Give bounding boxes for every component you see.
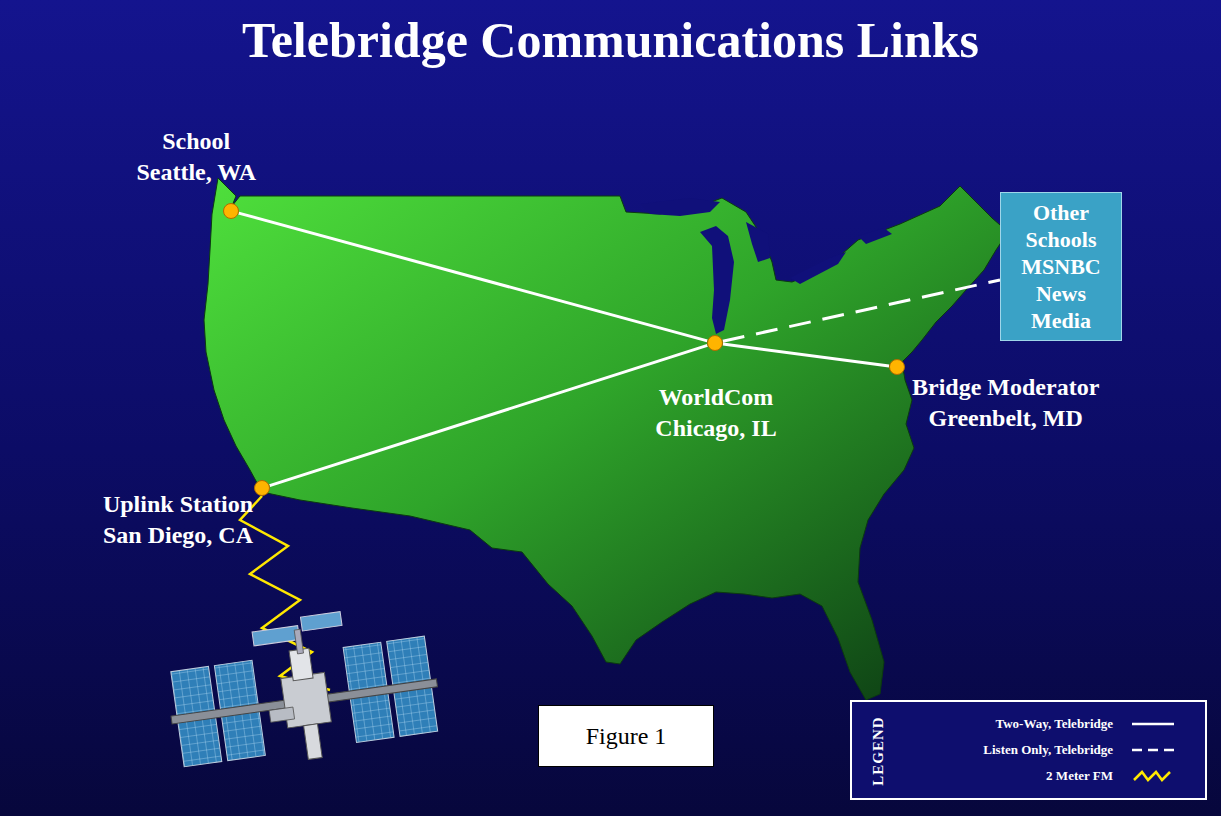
us-map [204, 178, 1008, 700]
location-label: WorldComChicago, IL [655, 382, 776, 444]
telebridge-link [270, 345, 708, 485]
location-dot: WorldComChicago, IL [707, 335, 723, 351]
location-label: Uplink StationSan Diego, CA [103, 489, 253, 551]
figure-label-box: Figure 1 [538, 705, 714, 767]
location-heading: Uplink Station [103, 489, 253, 520]
location-dot: SchoolSeattle, WA [223, 203, 239, 219]
location-dot: Bridge ModeratorGreenbelt, MD [889, 359, 905, 375]
location-name: Greenbelt, MD [912, 403, 1099, 434]
lake-michigan [700, 226, 734, 334]
box-text: MSNBC [1005, 253, 1117, 280]
box-text: Figure 1 [586, 721, 667, 751]
diagram-title: Telebridge Communications Links [0, 10, 1221, 70]
legend-text: Two-Way, Telebridge [996, 716, 1114, 732]
location-name: Chicago, IL [655, 413, 776, 444]
lake-huron [746, 222, 770, 262]
location-heading: Bridge Moderator [912, 372, 1099, 403]
location-heading: WorldCom [655, 382, 776, 413]
legend-sample [1130, 716, 1180, 732]
lake-erie [790, 252, 846, 284]
telebridge-link [723, 344, 889, 366]
lake-ontario [858, 228, 892, 244]
legend-sample [1130, 742, 1180, 758]
box-text: News Media [1005, 280, 1117, 334]
box-text: Other Schools [1005, 199, 1117, 253]
location-heading: School [136, 126, 256, 157]
legend-box: LEGEND Two-Way, TelebridgeListen Only, Te… [850, 700, 1207, 800]
lake-superior [640, 198, 720, 216]
legend-sample [1130, 768, 1180, 784]
location-name: Seattle, WA [136, 157, 256, 188]
legend-text: Listen Only, Telebridge [983, 742, 1113, 758]
legend-text: 2 Meter FM [1046, 768, 1113, 784]
space-station [160, 600, 445, 778]
telebridge-link [239, 213, 708, 341]
location-label: Bridge ModeratorGreenbelt, MD [912, 372, 1099, 434]
location-name: San Diego, CA [103, 520, 253, 551]
legend-heading: LEGEND [869, 711, 887, 791]
location-label: SchoolSeattle, WA [136, 126, 256, 188]
telebridge-link [723, 280, 1000, 341]
audience-box: Other SchoolsMSNBCNews Media [1000, 192, 1122, 341]
radio-link-zigzag [240, 496, 330, 690]
location-dot: Uplink StationSan Diego, CA [254, 480, 270, 496]
